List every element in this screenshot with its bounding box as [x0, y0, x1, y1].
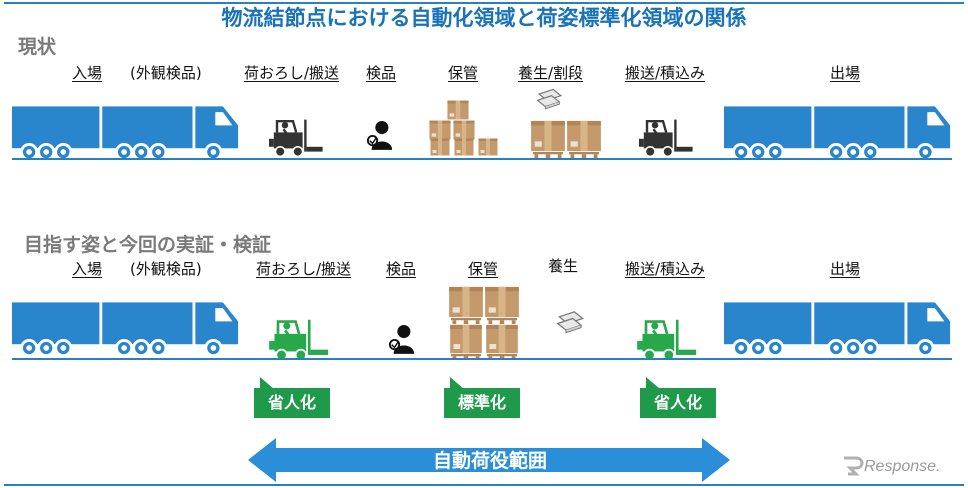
diagram-title: 物流結節点における自動化領域と荷姿標準化領域の関係	[207, 4, 761, 32]
stage-current-visual-inspection: (外観検品)	[130, 64, 202, 82]
callout-labor-saving-unload: 省人化	[254, 377, 330, 418]
automation-range-arrow	[248, 438, 730, 482]
stage-target-entry: 入場	[72, 260, 103, 278]
forklift-current-unload	[262, 118, 332, 158]
frame-bottom-line	[4, 484, 964, 486]
sheets-target-curing	[556, 308, 586, 334]
stage-target-curing: 養生	[548, 257, 579, 275]
boxes-current-storage	[428, 100, 504, 158]
section-label-target: 目指す姿と今回の実証・検証	[24, 234, 272, 256]
stage-target-unload: 荷おろし/搬送	[256, 260, 352, 278]
section-label-current: 現状	[18, 36, 57, 58]
truck-target-inbound	[12, 300, 240, 358]
sheets-current-curing	[536, 86, 564, 110]
forklift-target-loading	[630, 318, 706, 362]
stage-current-exit: 出場	[830, 64, 861, 82]
stage-target-loading: 搬送/積込み	[625, 260, 706, 278]
person-target-inspection	[388, 324, 416, 354]
automation-range-label: 自動荷役範囲	[432, 450, 547, 472]
forklift-current-loading	[632, 118, 702, 158]
stage-current-curing: 養生/割段	[518, 64, 584, 82]
response-logo: Response.	[842, 452, 960, 478]
stage-current-unload: 荷おろし/搬送	[244, 64, 340, 82]
response-logo-icon: Response.	[844, 456, 941, 476]
stage-current-inspection: 検品	[366, 64, 397, 82]
ground-line-target	[12, 358, 952, 360]
svg-text:Response.: Response.	[864, 458, 941, 475]
truck-target-outbound	[724, 300, 952, 358]
diagram-title-wrap: 物流結節点における自動化領域と荷姿標準化領域の関係	[0, 4, 968, 32]
stage-target-storage: 保管	[468, 260, 499, 278]
stage-current-loading: 搬送/積込み	[625, 64, 706, 82]
palletized-boxes-current	[530, 120, 604, 160]
stage-current-entry: 入場	[72, 64, 103, 82]
truck-current-outbound	[724, 104, 952, 162]
frame-top-line	[4, 2, 964, 4]
person-current-inspection	[366, 120, 394, 150]
callout-labor-saving-loading: 省人化	[640, 377, 716, 418]
truck-current-inbound	[12, 104, 240, 162]
stage-current-storage: 保管	[448, 64, 479, 82]
forklift-target-unload	[262, 318, 338, 362]
stage-target-visual-inspection: (外観検品)	[130, 260, 202, 278]
ground-line-current	[12, 158, 952, 160]
stage-target-inspection: 検品	[386, 260, 417, 278]
boxes-target-storage	[448, 286, 520, 362]
callout-standardization: 標準化	[444, 377, 520, 418]
stage-target-exit: 出場	[830, 260, 861, 278]
